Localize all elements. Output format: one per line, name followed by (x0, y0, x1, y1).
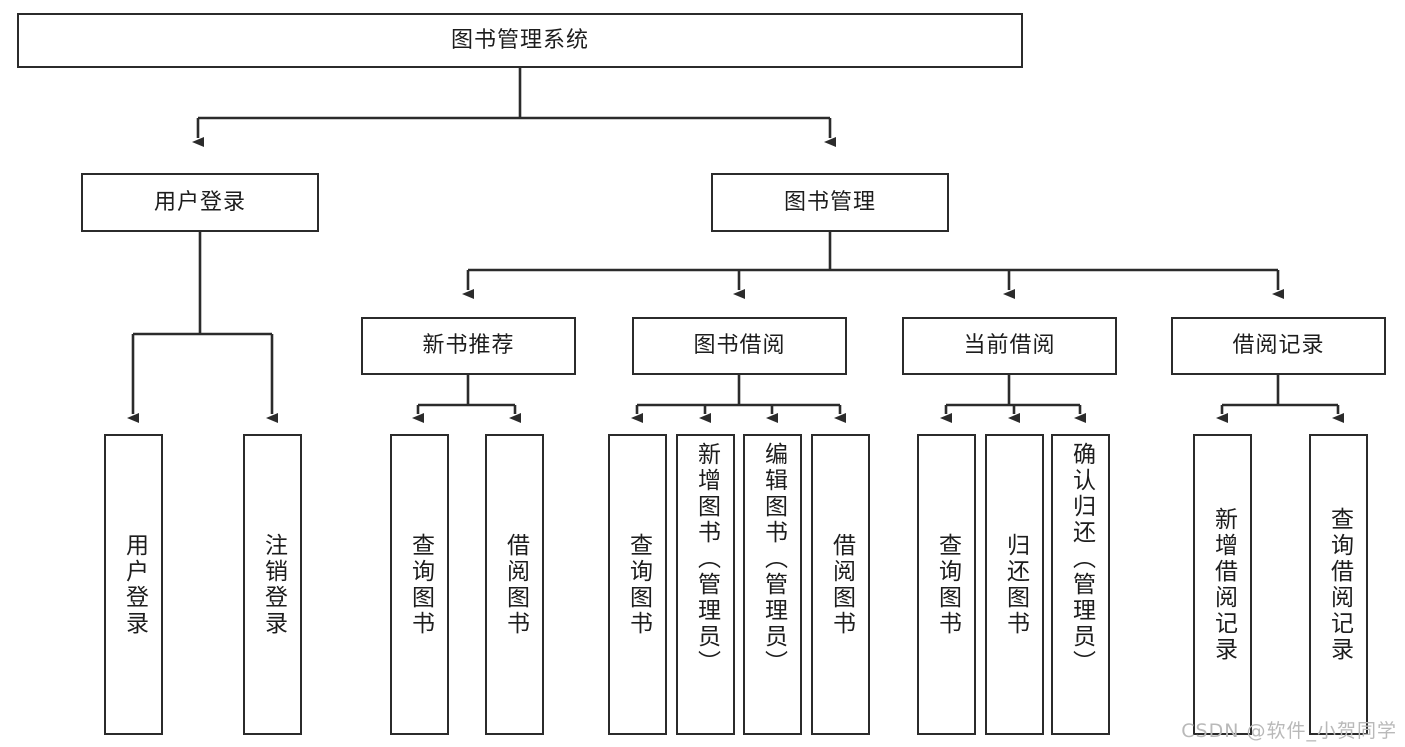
node-leaf-return-book[interactable]: 归还图书 (985, 434, 1044, 735)
node-leaf-add-book-label: 新增图书（管理员） (693, 442, 720, 676)
node-new-book-rec[interactable]: 新书推荐 (361, 317, 576, 375)
node-leaf-add-record-label: 新增借阅记录 (1210, 506, 1237, 663)
node-current-borrow[interactable]: 当前借阅 (902, 317, 1117, 375)
node-leaf-borrow-book-rec[interactable]: 借阅图书 (485, 434, 544, 735)
node-book-manage[interactable]: 图书管理 (711, 173, 949, 232)
node-root[interactable]: 图书管理系统 (17, 13, 1023, 68)
node-book-manage-label: 图书管理 (783, 189, 876, 215)
node-leaf-query-book-rec[interactable]: 查询图书 (390, 434, 449, 735)
node-leaf-add-record[interactable]: 新增借阅记录 (1193, 434, 1252, 735)
node-leaf-query-book-bw[interactable]: 查询图书 (608, 434, 667, 735)
node-user-login[interactable]: 用户登录 (81, 173, 319, 232)
node-leaf-confirm-return[interactable]: 确认归还（管理员） (1051, 434, 1110, 735)
node-leaf-add-book[interactable]: 新增图书（管理员） (676, 434, 735, 735)
node-leaf-query-book-rec-label: 查询图书 (407, 532, 434, 637)
node-book-borrow[interactable]: 图书借阅 (632, 317, 847, 375)
node-leaf-query-record-label: 查询借阅记录 (1326, 506, 1353, 663)
node-leaf-confirm-return-label: 确认归还（管理员） (1068, 442, 1095, 676)
node-leaf-borrow-book-bw[interactable]: 借阅图书 (811, 434, 870, 735)
watermark-text: CSDN @软件_小贺同学 (1181, 720, 1397, 742)
node-current-borrow-label: 当前借阅 (963, 333, 1056, 359)
node-book-borrow-label: 图书借阅 (693, 333, 786, 359)
node-leaf-edit-book[interactable]: 编辑图书（管理员） (743, 434, 802, 735)
node-new-book-rec-label: 新书推荐 (422, 333, 515, 359)
node-leaf-return-book-label: 归还图书 (1002, 532, 1029, 637)
node-leaf-borrow-book-rec-label: 借阅图书 (502, 532, 529, 637)
node-leaf-query-book-cur[interactable]: 查询图书 (917, 434, 976, 735)
node-borrow-record[interactable]: 借阅记录 (1171, 317, 1386, 375)
node-borrow-record-label: 借阅记录 (1232, 333, 1325, 359)
node-leaf-user-login-label: 用户登录 (121, 532, 148, 637)
node-root-label: 图书管理系统 (450, 27, 589, 53)
node-leaf-user-logout-label: 注销登录 (260, 532, 287, 637)
node-leaf-query-book-cur-label: 查询图书 (934, 532, 961, 637)
node-leaf-user-login[interactable]: 用户登录 (104, 434, 163, 735)
node-leaf-edit-book-label: 编辑图书（管理员） (760, 442, 787, 676)
node-leaf-query-record[interactable]: 查询借阅记录 (1309, 434, 1368, 735)
node-user-login-label: 用户登录 (153, 189, 246, 215)
node-leaf-query-book-bw-label: 查询图书 (625, 532, 652, 637)
node-leaf-borrow-book-bw-label: 借阅图书 (828, 532, 855, 637)
node-leaf-user-logout[interactable]: 注销登录 (243, 434, 302, 735)
